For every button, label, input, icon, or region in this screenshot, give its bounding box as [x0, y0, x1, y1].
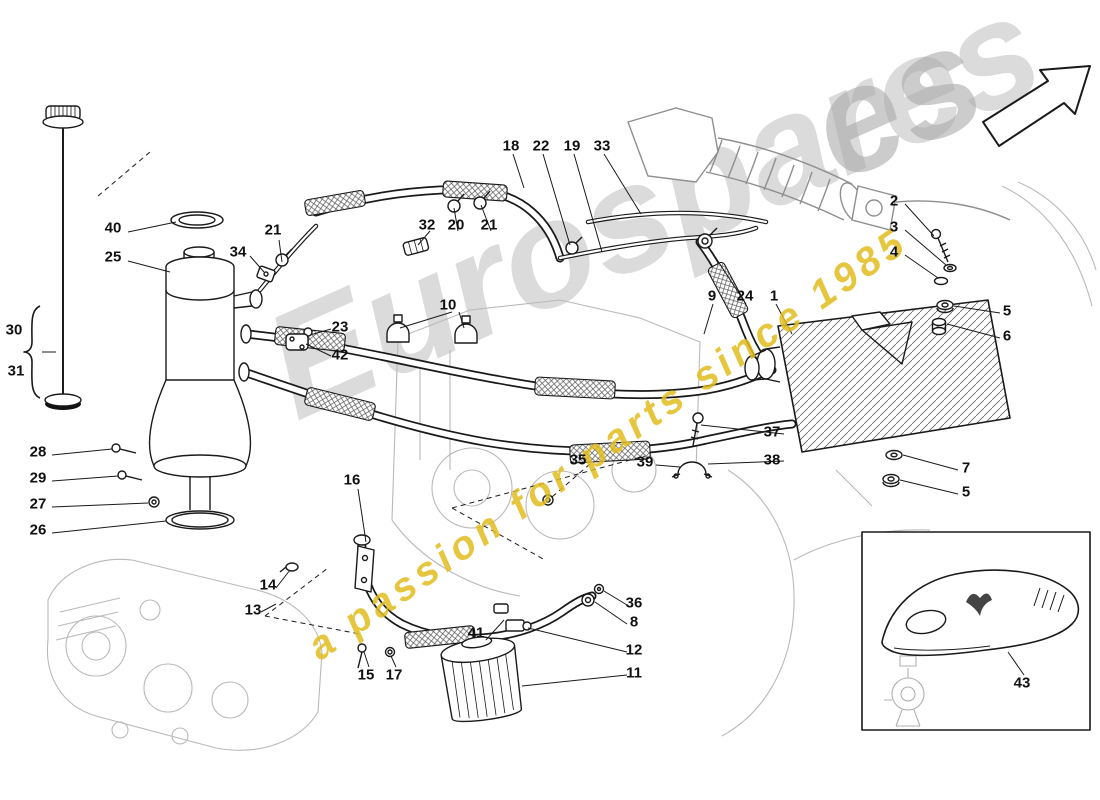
- callout-38[interactable]: 38: [763, 451, 781, 469]
- callout-6[interactable]: 6: [1002, 327, 1012, 345]
- air-intake-sketch: [627, 107, 1011, 231]
- callout-1[interactable]: 1: [769, 287, 779, 305]
- callout-13[interactable]: 13: [244, 601, 262, 619]
- callout-42[interactable]: 42: [331, 346, 349, 364]
- oil-cooler: [744, 299, 1011, 453]
- callout-10[interactable]: 10: [439, 296, 457, 314]
- oil-filter: [440, 636, 523, 723]
- callout-25[interactable]: 25: [104, 248, 122, 266]
- callout-21[interactable]: 21: [264, 221, 282, 239]
- lower-hose-hardware: [264, 545, 605, 669]
- callout-8[interactable]: 8: [629, 613, 639, 631]
- callout-22[interactable]: 22: [532, 137, 550, 155]
- oil-sensors: [493, 603, 532, 632]
- leader-lines: [51, 151, 1025, 687]
- callout-4[interactable]: 4: [889, 243, 899, 261]
- callout-37[interactable]: 37: [763, 423, 781, 441]
- callout-34[interactable]: 34: [229, 243, 247, 261]
- dipstick: [42, 105, 84, 410]
- cooler-fasteners: [882, 228, 957, 488]
- callout-2[interactable]: 2: [889, 192, 899, 210]
- oil-tank: [111, 211, 263, 530]
- callout-7[interactable]: 7: [961, 459, 971, 477]
- callout-28[interactable]: 28: [29, 443, 47, 461]
- callout-17[interactable]: 17: [385, 666, 403, 684]
- callout-5[interactable]: 5: [961, 483, 971, 501]
- callout-41[interactable]: 41: [467, 624, 485, 642]
- callout-40[interactable]: 40: [104, 219, 122, 237]
- callout-24[interactable]: 24: [736, 287, 754, 305]
- callout-21[interactable]: 21: [480, 216, 498, 234]
- callout-27[interactable]: 27: [29, 495, 47, 513]
- callout-43[interactable]: 43: [1013, 674, 1031, 692]
- callout-14[interactable]: 14: [259, 576, 277, 594]
- direction-arrow-icon: [982, 65, 1091, 147]
- callout-18[interactable]: 18: [502, 137, 520, 155]
- callout-29[interactable]: 29: [29, 469, 47, 487]
- callout-36[interactable]: 36: [625, 594, 643, 612]
- callout-9[interactable]: 9: [707, 287, 717, 305]
- engine-background-sketch: [46, 181, 1097, 751]
- callout-30[interactable]: 30: [5, 321, 23, 339]
- pipe-support: [671, 412, 713, 479]
- callout-39[interactable]: 39: [636, 453, 654, 471]
- clamps-and-fittings: [256, 190, 718, 351]
- callout-11[interactable]: 11: [626, 664, 642, 682]
- callout-20[interactable]: 20: [447, 216, 465, 234]
- callout-5[interactable]: 5: [1002, 302, 1012, 320]
- callout-33[interactable]: 33: [593, 137, 611, 155]
- callout-32[interactable]: 32: [418, 216, 436, 234]
- callout-3[interactable]: 3: [889, 218, 899, 236]
- callout-35[interactable]: 35: [569, 451, 587, 469]
- callout-16[interactable]: 16: [343, 471, 361, 489]
- brace-30-31: [23, 305, 56, 399]
- pump-area-marks: [451, 455, 646, 561]
- callout-19[interactable]: 19: [563, 137, 581, 155]
- callout-31[interactable]: 31: [7, 362, 25, 380]
- inset-box: [861, 531, 1091, 731]
- callout-12[interactable]: 12: [625, 641, 643, 659]
- callout-15[interactable]: 15: [357, 666, 375, 684]
- callout-23[interactable]: 23: [331, 318, 349, 336]
- callout-26[interactable]: 26: [29, 521, 47, 539]
